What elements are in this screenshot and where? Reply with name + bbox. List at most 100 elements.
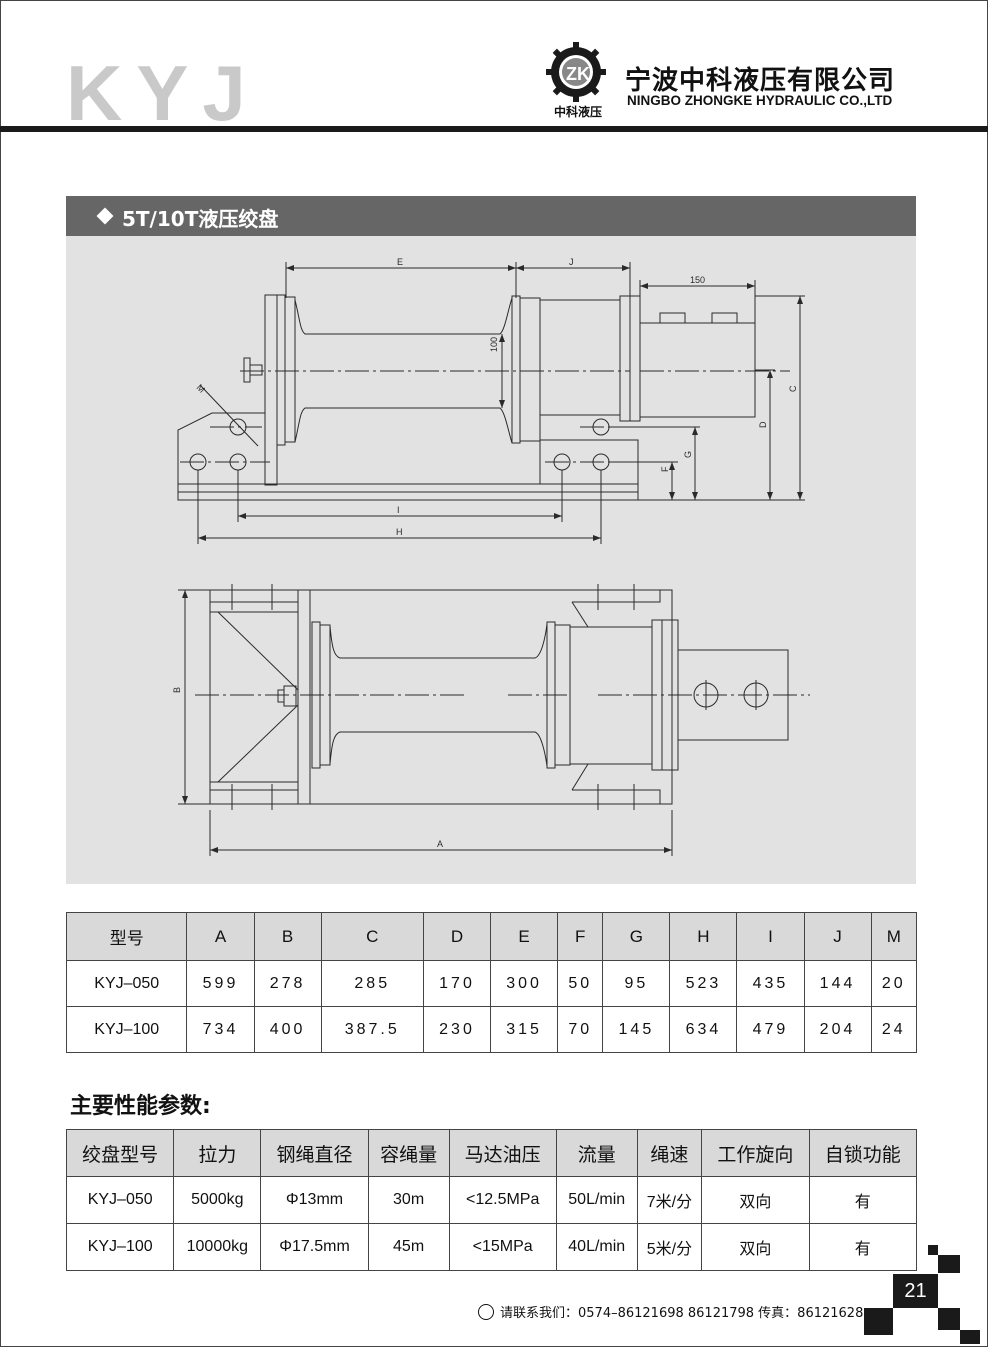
performance-table: 绞盘型号 拉力 钢绳直径 容绳量 马达油压 流量 绳速 工作旋向 自锁功能 KY… — [65, 1129, 918, 1271]
table-cell: 有 — [808, 1223, 918, 1271]
table-cell: 5000kg — [173, 1176, 262, 1224]
table-cell: 285 — [320, 960, 424, 1007]
dim-label-a: A — [437, 839, 443, 849]
table-cell: 204 — [803, 1006, 872, 1053]
dim-label-m: M — [195, 382, 207, 394]
table-cell: <12.5MPa — [448, 1176, 557, 1224]
table-cell: 599 — [186, 960, 255, 1007]
table-cell: 400 — [253, 1006, 322, 1053]
table-cell: 479 — [736, 1006, 805, 1053]
header-cell: D — [422, 912, 492, 961]
company-name-en: NINGBO ZHONGKE HYDRAULIC CO.,LTD — [627, 93, 893, 108]
table-cell: 双向 — [701, 1176, 810, 1224]
decor-square — [960, 1330, 980, 1344]
dim-label-h: H — [396, 527, 403, 537]
header-rule — [0, 126, 988, 132]
table-cell: 144 — [803, 960, 872, 1007]
decor-square — [938, 1255, 960, 1273]
header-cell: A — [186, 912, 255, 961]
table-cell: 双向 — [701, 1223, 810, 1271]
dim-label-j: J — [569, 257, 574, 267]
table-cell: 300 — [490, 960, 559, 1007]
dim-label-g: G — [683, 451, 693, 458]
table-cell: 70 — [557, 1006, 604, 1053]
table-cell: Φ13mm — [260, 1176, 369, 1224]
header-cell: 流量 — [555, 1129, 638, 1177]
header-cell: 拉力 — [173, 1129, 262, 1177]
dim-label-e: E — [397, 257, 403, 267]
header-cell: F — [557, 912, 604, 961]
table-cell: 45m — [367, 1223, 450, 1271]
table-cell: KYJ–050 — [65, 960, 188, 1007]
dim-label-100: 100 — [489, 337, 499, 352]
table-cell: 95 — [602, 960, 671, 1007]
table-cell: 40L/min — [555, 1223, 638, 1271]
table-cell: 170 — [422, 960, 492, 1007]
decor-square — [938, 1308, 960, 1330]
dim-label-b: B — [172, 687, 182, 693]
table-cell: 24 — [870, 1006, 918, 1053]
table-cell: KYJ–050 — [65, 1176, 175, 1224]
header-cell: 钢绳直径 — [260, 1129, 369, 1177]
table-cell: 有 — [808, 1176, 918, 1224]
table-row: KYJ–100 734 400 387.5 230 315 70 145 634… — [65, 1006, 918, 1053]
header-cell: E — [490, 912, 559, 961]
table-row: KYJ–100 10000kg Φ17.5mm 45m <15MPa 40L/m… — [65, 1223, 918, 1271]
table-cell: 50L/min — [555, 1176, 638, 1224]
table-cell: 30m — [367, 1176, 450, 1224]
svg-text:ZK: ZK — [566, 64, 590, 84]
performance-title: 主要性能参数: — [70, 1094, 211, 1119]
company-name-cn: 宁波中科液压有限公司 — [625, 66, 896, 96]
header-cell: G — [602, 912, 671, 961]
header-cell: M — [870, 912, 918, 961]
winch-technical-drawing: E J 150 100 C D G F M I H B A — [172, 257, 810, 856]
table-cell: 7米/分 — [636, 1176, 703, 1224]
table-header-row: 型号 A B C D E F G H I J M — [65, 912, 918, 961]
dim-label-150: 150 — [690, 275, 705, 285]
logo-caption: 中科液压 — [553, 105, 602, 119]
table-cell: 435 — [736, 960, 805, 1007]
table-cell: 315 — [490, 1006, 559, 1053]
dim-label-i: I — [397, 505, 400, 515]
header-cell: J — [803, 912, 872, 961]
header-cell: 马达油压 — [448, 1129, 557, 1177]
page-number: 21 — [893, 1274, 938, 1308]
dim-label-c: C — [788, 385, 798, 392]
table-cell: KYJ–100 — [65, 1223, 175, 1271]
table-cell: 230 — [422, 1006, 492, 1053]
table-cell: 50 — [557, 960, 604, 1007]
table-cell: <15MPa — [448, 1223, 557, 1271]
dim-label-d: D — [758, 421, 768, 428]
header-cell: H — [669, 912, 738, 961]
company-logo: ZK — [546, 42, 606, 102]
table-cell: 634 — [669, 1006, 738, 1053]
header-cell: 工作旋向 — [701, 1129, 810, 1177]
contact-text: 请联系我们：0574–86121698 86121798 传真：86121628 — [500, 1306, 864, 1321]
table-cell: 10000kg — [173, 1223, 262, 1271]
decor-square — [864, 1308, 893, 1335]
header-cell: 型号 — [65, 912, 188, 961]
header-cell: 绞盘型号 — [65, 1129, 175, 1177]
table-cell: 734 — [186, 1006, 255, 1053]
phone-icon — [478, 1304, 494, 1320]
section-header-bar — [66, 196, 916, 236]
header-cell: 绳速 — [636, 1129, 703, 1177]
table-cell: 20 — [870, 960, 918, 1007]
decor-square — [928, 1245, 938, 1255]
table-cell: 5米/分 — [636, 1223, 703, 1271]
table-row: KYJ–050 5000kg Φ13mm 30m <12.5MPa 50L/mi… — [65, 1176, 918, 1224]
table-cell: 145 — [602, 1006, 671, 1053]
table-cell: Φ17.5mm — [260, 1223, 369, 1271]
header-cell: 自锁功能 — [808, 1129, 918, 1177]
dim-label-f: F — [660, 466, 670, 472]
brand-watermark: KYJ — [66, 49, 260, 137]
header-cell: C — [320, 912, 424, 961]
header-cell: I — [736, 912, 805, 961]
header-cell: 容绳量 — [367, 1129, 450, 1177]
table-cell: KYJ–100 — [65, 1006, 188, 1053]
contact-line: 请联系我们：0574–86121698 86121798 传真：86121628 — [478, 1302, 863, 1321]
table-header-row: 绞盘型号 拉力 钢绳直径 容绳量 马达油压 流量 绳速 工作旋向 自锁功能 — [65, 1129, 918, 1177]
table-row: KYJ–050 599 278 285 170 300 50 95 523 43… — [65, 960, 918, 1007]
table-cell: 523 — [669, 960, 738, 1007]
dimension-table: 型号 A B C D E F G H I J M KYJ–050 599 278… — [65, 912, 918, 1053]
